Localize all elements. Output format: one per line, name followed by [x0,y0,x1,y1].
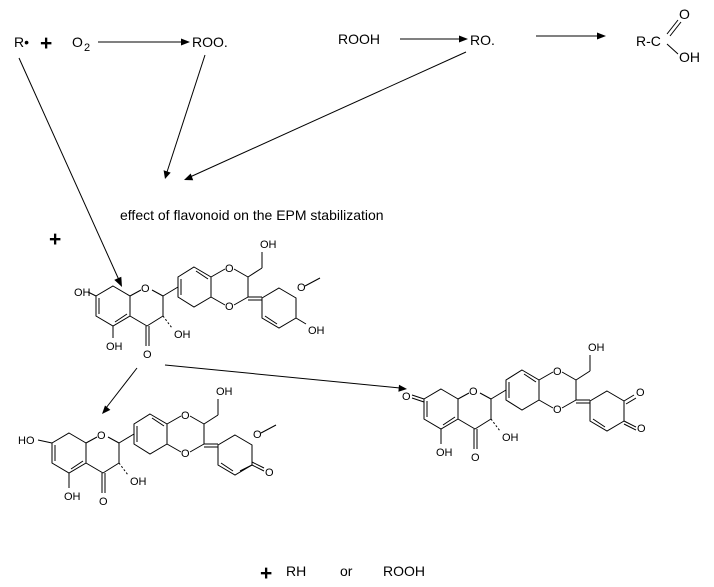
bottom-rooh-label: ROOH [383,563,425,579]
bottom-plus: + [260,562,272,585]
plus-left: + [49,228,61,251]
roo-label: ROO. [192,34,228,50]
caption-text: effect of flavonoid on the EPM stabiliza… [120,207,384,223]
p1-ch2oh: OH [216,386,233,398]
p2-ring-o-1: O [469,386,478,398]
oh-3-label: OH [174,329,191,341]
p2-ch2oh: OH [588,342,605,354]
carboxylic-acid-structure: R-C O OH [636,6,700,65]
ch2oh-label: OH [260,239,277,251]
acid-oh-label: OH [679,49,700,65]
ring-o-1: O [141,283,150,295]
arrow-o2-to-roo [98,38,190,46]
acid-r-label: R-C [636,33,661,49]
ro-label: RO. [470,32,495,48]
oh-5-label: OH [106,341,123,353]
arrow-ro-to-caption [184,51,467,181]
rooh-label: ROOH [338,31,380,47]
product-2-structure: O O OH O OH O O OH O O [402,342,646,464]
arrow-roo-to-caption [163,54,206,179]
p2-oh-5: OH [436,447,453,459]
p2-quinone-o-7: O [402,391,411,403]
p1-ho-7: HO [18,435,35,447]
arrow-to-product-2 [164,364,407,392]
p1-ring-o-3: O [181,448,190,460]
flavonoid-structure: O O OH OH OH O O OH [74,239,325,361]
methoxy-o-1: O [297,282,306,294]
p2-oh-3: OH [502,432,519,444]
arrow-r-to-flavonoid [18,57,122,287]
oh-7-label: OH [74,287,91,299]
or-label: or [340,563,353,579]
p1-ring-o-1: O [97,430,106,442]
p2-quinone-o-3p: O [636,387,645,399]
product-1-structure: O O OH HO OH O O OH O O [18,386,277,508]
p2-ring-o-3: O [553,404,562,416]
arrow-ro-to-acid [536,32,606,40]
arrow-to-product-1 [102,367,138,414]
carbonyl-o-1: O [143,349,152,361]
p1-oh-3: OH [130,476,147,488]
p1-quinone-o: O [265,467,274,479]
p1-oh-5: OH [64,491,81,503]
oh-4p-label: OH [308,325,325,337]
o2-label: O [72,34,83,50]
ring-o-2: O [225,263,234,275]
rh-label: RH [286,563,306,579]
p2-ring-o-2: O [553,366,562,378]
p1-ring-o-2: O [181,410,190,422]
o2-subscript: 2 [84,42,90,54]
arrow-rooh-to-ro [400,35,468,43]
p1-carbonyl-o: O [99,496,108,508]
r-radical-label: R• [14,34,29,50]
p2-carbonyl-o: O [471,452,480,464]
p1-methoxy-o: O [253,429,262,441]
p2-quinone-o-4p: O [637,423,646,435]
acid-carbonyl-o: O [679,6,690,22]
plus-sign: + [40,32,52,55]
ring-o-3: O [225,301,234,313]
